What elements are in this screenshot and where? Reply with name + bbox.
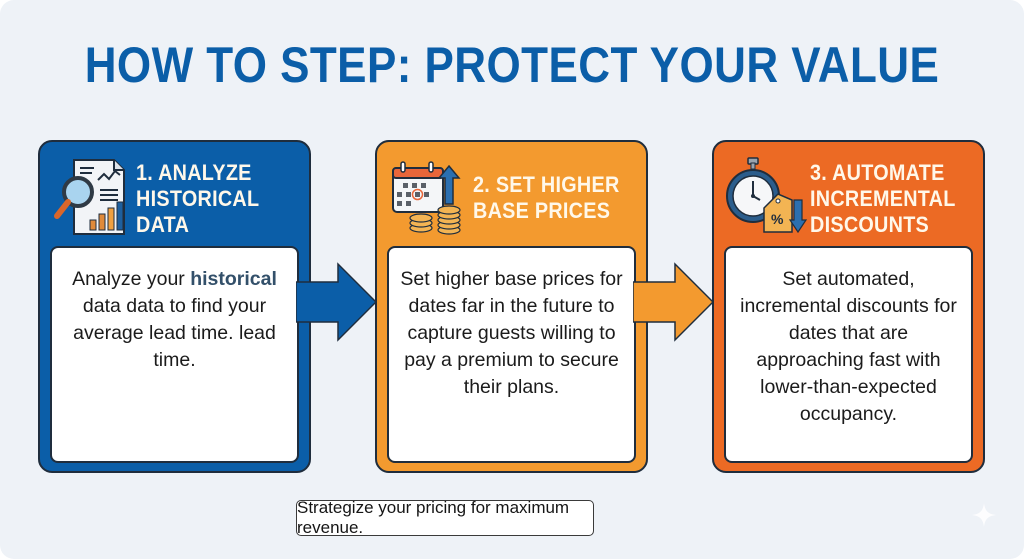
step-card-set-prices: 2. SET HIGHER BASE PRICES Set higher bas… [375, 140, 648, 473]
calendar-coins-up-arrow-icon [392, 161, 461, 235]
stopwatch-discount-tag-icon: % [726, 157, 808, 234]
step-text: data data to find your average lead time… [73, 295, 276, 371]
report-magnifier-chart-icon [54, 159, 125, 235]
highlighted-keyword: historical [190, 268, 277, 290]
step-heading-line: INCREMENTAL [810, 186, 956, 211]
step-heading-line: HISTORICAL [136, 186, 260, 211]
step-description: Analyze your historical data data to fin… [60, 266, 290, 461]
step-heading-line: 1. ANALYZE [136, 160, 252, 185]
step-heading-line: DISCOUNTS [810, 212, 930, 237]
step-heading-line: DATA [136, 212, 190, 237]
arrow-right-icon [633, 262, 713, 342]
step-header: 2. SET HIGHER BASE PRICES [387, 152, 636, 242]
svg-text:%: % [771, 211, 784, 227]
step-header: 1. ANALYZE HISTORICAL DATA [50, 152, 299, 242]
step-heading: 3. AUTOMATE INCREMENTAL DISCOUNTS [810, 160, 957, 238]
step-heading: 1. ANALYZE HISTORICAL DATA [136, 160, 283, 238]
arrow-right-icon [296, 262, 376, 342]
step-description: Set higher base prices for dates far in … [400, 268, 623, 398]
step-body: Analyze your historical data data to fin… [50, 246, 299, 463]
step-header: % 3. AUTOMATE INCREMENTAL DISCOUNTS [724, 152, 973, 242]
step-heading-line: BASE PRICES [473, 198, 611, 223]
step-description: Set automated, incremental discounts for… [740, 268, 957, 425]
step-card-analyze: 1. ANALYZE HISTORICAL DATA Analyze your … [38, 140, 311, 473]
step-card-automate-discounts: % 3. AUTOMATE INCREMENTAL DISCOUNTS Set … [712, 140, 985, 473]
step-text: Analyze your [72, 268, 185, 290]
page-title: HOW TO STEP: PROTECT YOUR VALUE [84, 37, 940, 93]
step-heading-line: 2. SET HIGHER [473, 172, 620, 197]
step-body: Set higher base prices for dates far in … [387, 246, 636, 463]
sparkle-icon [972, 503, 996, 527]
tagline-box: Strategize your pricing for maximum reve… [296, 498, 594, 537]
step-heading-line: 3. AUTOMATE [810, 160, 945, 185]
step-heading: 2. SET HIGHER BASE PRICES [473, 172, 620, 224]
step-body: Set automated, incremental discounts for… [724, 246, 973, 463]
